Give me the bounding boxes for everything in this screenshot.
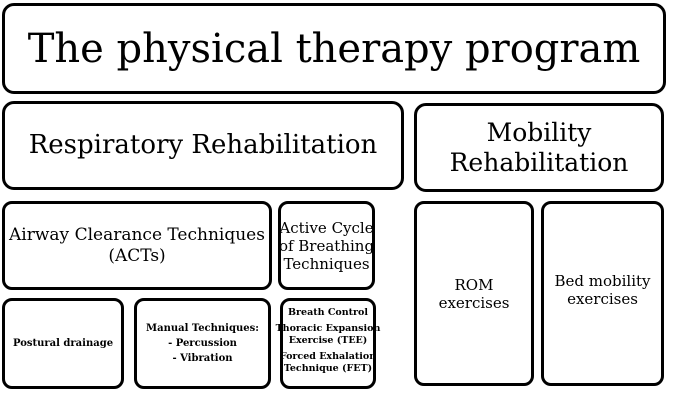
bed-mobility-label-line2: exercises <box>567 290 638 308</box>
thoracic-expansion-label-line2: Exercise (TEE) <box>288 334 368 346</box>
airway-clearance-label-line2: (ACTs) <box>108 245 166 266</box>
active-cycle-label-line2: of Breathing <box>278 236 375 255</box>
active-cycle-label-line1: Active Cycle <box>279 218 374 237</box>
mobility-label-line1: Mobility <box>486 117 592 147</box>
manual-techniques-box: Manual Techniques: - Percussion - Vibrat… <box>134 298 271 389</box>
mobility-label-line2: Rehabilitation <box>449 147 629 177</box>
airway-clearance-box: Airway Clearance Techniques (ACTs) <box>2 201 272 290</box>
bed-mobility-box: Bed mobility exercises <box>541 201 664 386</box>
postural-drainage-box: Postural drainage <box>2 298 124 389</box>
manual-techniques-label: Manual Techniques: <box>146 322 259 334</box>
breath-control-label: Breath Control <box>288 307 368 318</box>
vibration-label: - Vibration <box>172 352 233 364</box>
breathing-components-box: Breath Control Thoracic Expansion Exerci… <box>276 298 380 389</box>
respiratory-rehabilitation-box: Respiratory Rehabilitation <box>2 101 404 190</box>
postural-drainage-label: Postural drainage <box>12 337 114 349</box>
program-title-box: The physical therapy program <box>2 3 666 94</box>
active-cycle-label-line3: Techniques <box>283 254 370 273</box>
rom-label-line2: exercises <box>438 293 510 312</box>
rom-label-line1: ROM <box>454 275 494 294</box>
rom-exercises-box: ROM exercises <box>414 201 534 386</box>
percussion-label: - Percussion <box>168 337 237 349</box>
forced-exhalation-label-line1: Forced Exhalation <box>279 350 377 362</box>
mobility-rehabilitation-box: Mobility Rehabilitation <box>414 103 664 192</box>
respiratory-rehabilitation-label: Respiratory Rehabilitation <box>28 129 378 160</box>
airway-clearance-label-line1: Airway Clearance Techniques <box>9 225 265 246</box>
forced-exhalation-label-line2: Technique (FET) <box>283 362 373 374</box>
thoracic-expansion-label-line1: Thoracic Expansion <box>275 322 381 334</box>
bed-mobility-label-line1: Bed mobility <box>554 272 651 290</box>
active-cycle-box: Active Cycle of Breathing Techniques <box>278 201 375 290</box>
program-title: The physical therapy program <box>27 25 641 72</box>
